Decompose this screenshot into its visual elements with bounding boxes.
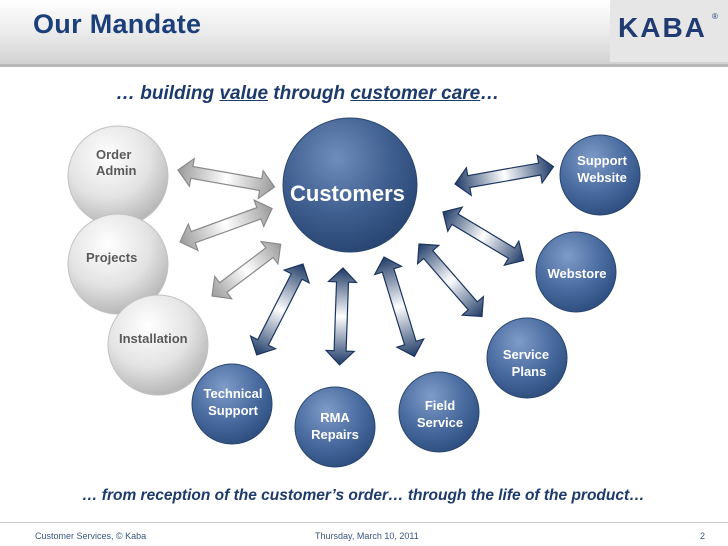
projects-label: Projects — [86, 250, 138, 265]
order-admin-label: Order Admin — [96, 147, 136, 179]
order-admin-arrow — [177, 157, 276, 200]
footer-tagline: … from reception of the customer’s order… — [82, 487, 645, 504]
support-website-line-2: Website — [577, 170, 627, 185]
technical-support-arrow — [249, 263, 311, 356]
service-plans-line-1: Service — [502, 347, 550, 362]
webstore-label: Webstore — [547, 266, 607, 281]
field-service-line-1: Field — [424, 398, 456, 413]
logo-panel — [610, 0, 728, 62]
footer-left: Customer Services, © Kaba — [35, 531, 147, 541]
rma-repairs-line-1: RMA — [320, 410, 350, 425]
header-divider — [0, 64, 728, 67]
field-service-arrow — [373, 256, 425, 358]
installation-arrow — [211, 240, 282, 300]
tagline: … building value through customer care… — [116, 83, 499, 105]
header-bar — [0, 0, 728, 64]
order-admin-line-2: Admin — [96, 163, 137, 178]
technical-support-line-1: Technical — [203, 386, 263, 401]
kaba-logo: KABA — [618, 12, 707, 43]
tagline-middle: through — [268, 83, 351, 104]
customers-label: Customers — [290, 181, 405, 206]
page-number: 2 — [700, 531, 706, 541]
technical-support-label: Technical Support — [199, 385, 267, 419]
support-website-label: Support Website — [572, 152, 632, 186]
rma-repairs-label: RMA Repairs — [305, 409, 365, 443]
webstore-arrow — [442, 206, 525, 267]
tagline-suffix: … — [480, 83, 500, 104]
tagline-value-word: value — [219, 83, 269, 104]
field-service-label: Field Service — [410, 397, 470, 431]
footer-divider — [0, 522, 728, 523]
installation-node — [107, 294, 209, 396]
support-website-line-1: Support — [577, 153, 627, 168]
field-service-line-2: Service — [416, 415, 464, 430]
footer-date: Thursday, March 10, 2011 — [315, 531, 419, 541]
rma-repairs-node — [294, 386, 376, 468]
service-plans-arrow — [416, 243, 485, 318]
webstore-node — [535, 231, 617, 313]
projects-arrow — [179, 198, 273, 252]
projects-node — [67, 213, 169, 315]
customers-node — [282, 117, 418, 253]
support-website-node — [559, 134, 641, 216]
field-service-node — [398, 371, 480, 453]
technical-support-line-2: Support — [208, 403, 258, 418]
tagline-prefix: … building — [116, 83, 220, 104]
technical-support-node — [191, 363, 273, 445]
service-plans-label: Service Plans — [496, 346, 556, 380]
slide-title: Our Mandate — [33, 9, 202, 39]
service-plans-line-2: Plans — [511, 364, 547, 379]
rma-repairs-line-2: Repairs — [311, 427, 359, 442]
support-website-arrow — [454, 153, 555, 197]
registered-mark: ® — [712, 12, 718, 21]
installation-label: Installation — [119, 331, 188, 346]
tagline-care-phrase: customer care — [350, 83, 481, 104]
rma-repairs-arrow — [324, 267, 358, 366]
order-admin-line-1: Order — [96, 147, 132, 162]
service-plans-node — [486, 317, 568, 399]
